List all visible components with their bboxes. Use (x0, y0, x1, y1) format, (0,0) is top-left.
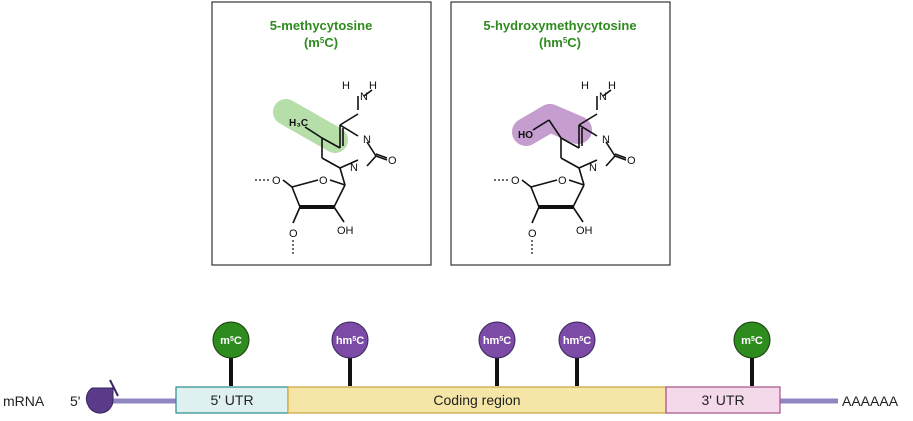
hydroxyl-oh: OH (576, 225, 593, 237)
amino-h: H (581, 80, 589, 92)
link-o: O (511, 175, 520, 187)
panel-title: 5-methycytosine (270, 18, 373, 33)
m5c-pin-head (212, 321, 250, 359)
carbonyl-o: O (627, 155, 636, 167)
hm5c-pin-head (478, 321, 516, 359)
pin-label: m5C (220, 335, 242, 347)
pin-label: hm5C (483, 335, 511, 347)
hm5c-panel: 5-hydroxymethycytosine (hm5C) (450, 1, 671, 266)
cytosine-ring (521, 89, 627, 224)
link-o: O (272, 175, 281, 187)
three-prime-utr-box (665, 386, 781, 414)
cytosine-ring (282, 89, 388, 224)
hydroxyl-o: O (528, 228, 537, 240)
five-prime-utr-box (175, 386, 289, 414)
m5c-panel: 5-methycytosine (m5C) (211, 1, 432, 266)
amino-n: N (599, 91, 607, 103)
hydroxyl-o: O (289, 228, 298, 240)
poly-a-tail-label: AAAAAA (842, 393, 899, 409)
hm5c-pin-head (331, 321, 369, 359)
coding-region-box (287, 386, 667, 414)
amino-h: H (342, 80, 350, 92)
sugar-o: O (319, 175, 328, 187)
five-prime-utr-label: 5' UTR (210, 392, 253, 408)
pin-label: m5C (741, 335, 763, 347)
m5c-pin-head (733, 321, 771, 359)
cap-stem (109, 379, 119, 397)
mrna-label: mRNA (3, 393, 45, 409)
carbonyl-o: O (388, 155, 397, 167)
amino-h: H (369, 80, 377, 92)
modification-pins: m5C hm5C hm5C hm5C m5C (212, 321, 771, 386)
five-prime-label: 5' (70, 393, 80, 409)
five-prime-cap (85, 379, 119, 414)
three-prime-utr-label: 3' UTR (701, 392, 744, 408)
panel-subtitle: (m5C) (304, 35, 338, 50)
ring-n: N (350, 162, 358, 174)
hydroxymethyl-highlight (512, 104, 592, 146)
cap-icon (85, 387, 114, 414)
pin-label: hm5C (336, 335, 364, 347)
amino-n: N (360, 91, 368, 103)
coding-region-label: Coding region (433, 392, 520, 408)
amino-h: H (608, 80, 616, 92)
ring-n: N (602, 134, 610, 146)
panel-subtitle: (hm5C) (539, 35, 581, 50)
ring-n: N (589, 162, 597, 174)
sugar-o: O (558, 175, 567, 187)
panel-title: 5-hydroxymethycytosine (483, 18, 636, 33)
hydroxyl-oh: OH (337, 225, 354, 237)
pin-label: hm5C (563, 335, 591, 347)
mrna-diagram: mRNA 5' m5C hm5C hm5C hm5C m5C (3, 321, 899, 414)
methyl-highlight (273, 99, 348, 153)
hm5c-pin-head (558, 321, 596, 359)
ring-n: N (363, 134, 371, 146)
methyl-group-label: H₃C (289, 118, 308, 129)
hydroxyl-group-label: HO (518, 130, 533, 141)
